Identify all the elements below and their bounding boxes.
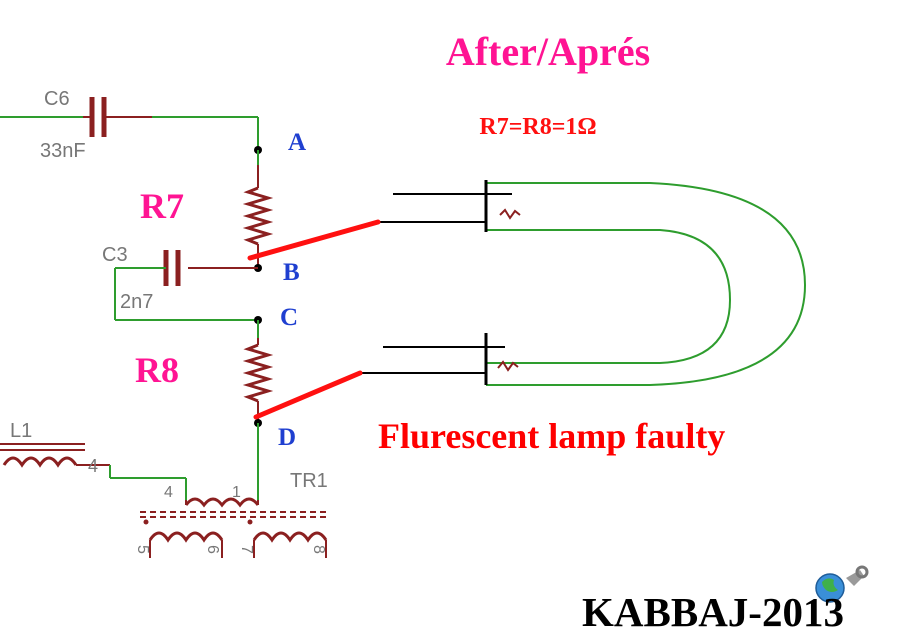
transformer-tr1: TR1 4 1 5 6 7 8 — [134, 423, 330, 558]
globe-logo-icon — [815, 565, 869, 603]
tr1-pin-6: 6 — [204, 545, 221, 554]
short-link-b — [247, 219, 381, 261]
tr1-pin-7: 7 — [238, 545, 255, 554]
credit-text: KABBAJ-2013 — [582, 589, 844, 635]
capacitor-c6: C6 33nF — [0, 88, 259, 162]
node-d-label: D — [278, 424, 296, 451]
resistor-r8 — [242, 320, 274, 423]
c3-name: C3 — [102, 244, 128, 266]
tr1-pin-1: 1 — [232, 484, 241, 501]
resistor-r7 — [242, 150, 274, 268]
resistance-equation: R7=R8=1Ω — [479, 114, 596, 140]
fluorescent-lamp — [360, 180, 807, 386]
node-c-label: C — [280, 304, 298, 331]
r8-label: R8 — [135, 350, 179, 390]
tr1-pin-5: 5 — [134, 545, 151, 554]
tr1-pin-8: 8 — [310, 545, 327, 554]
l1-name: L1 — [10, 420, 32, 442]
c6-value: 33nF — [40, 140, 86, 162]
node-b-label: B — [283, 259, 300, 286]
tr1-pin-4: 4 — [164, 484, 173, 501]
page-title: After/Aprés — [446, 29, 650, 74]
tr1-name: TR1 — [290, 470, 328, 492]
node-a-label: A — [288, 129, 306, 156]
fault-label: Flurescent lamp faulty — [378, 416, 725, 456]
short-link-d — [253, 370, 363, 420]
c3-value: 2n7 — [120, 291, 153, 313]
r7-label: R7 — [140, 186, 184, 226]
inductor-l1: L1 4 — [0, 420, 187, 500]
c6-name: C6 — [44, 88, 70, 110]
capacitor-c3: C3 2n7 — [102, 244, 258, 321]
l1-pin: 4 — [88, 456, 98, 476]
